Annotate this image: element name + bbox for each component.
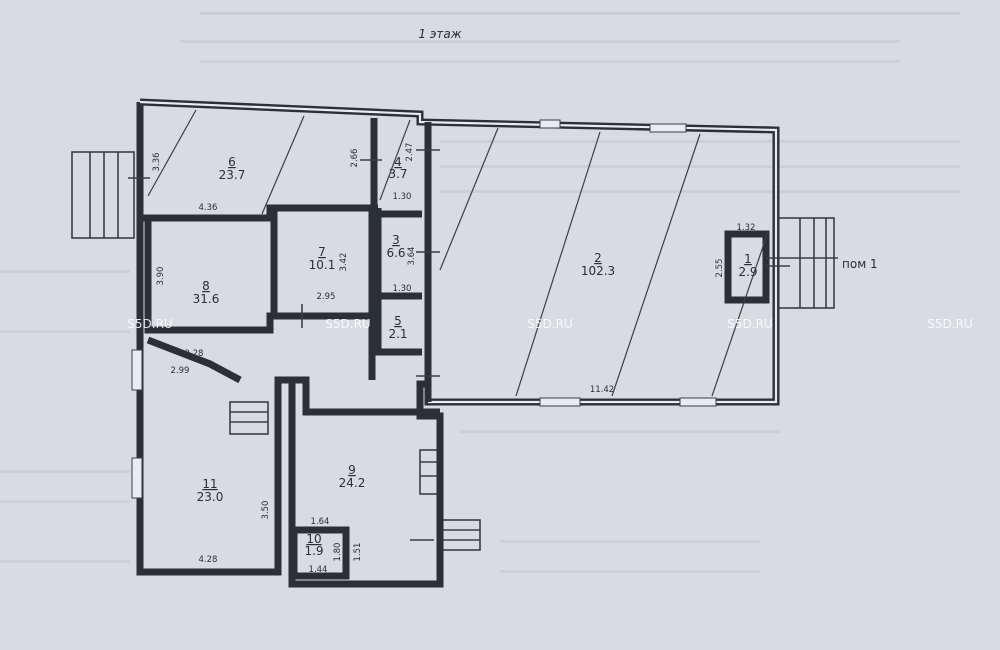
interior-walls xyxy=(140,118,770,580)
pointer-label: пом 1 xyxy=(842,257,878,271)
dimension-label: 2.95 xyxy=(317,292,336,302)
room-area: 1.9 xyxy=(304,544,323,558)
dimension-label: 2.55 xyxy=(715,259,725,278)
room-area: 3.7 xyxy=(388,167,407,181)
watermarks: S5D.RU S5D.RU S5D.RU S5D.RU S5D.RU xyxy=(127,317,972,331)
room-area: 23.7 xyxy=(219,168,246,182)
room-area: 23.0 xyxy=(197,490,224,504)
watermark: S5D.RU xyxy=(527,317,572,331)
room-area: 2.9 xyxy=(738,265,757,279)
room-number: 4 xyxy=(394,155,402,169)
dimension-label: 1.30 xyxy=(393,284,412,294)
watermark: S5D.RU xyxy=(927,317,972,331)
room-number: 7 xyxy=(318,245,326,259)
room-area: 102.3 xyxy=(581,264,615,278)
dimension-label: 11.42 xyxy=(590,385,614,395)
dimension-label: 1.80 xyxy=(333,543,343,562)
room-number: 6 xyxy=(228,155,236,169)
openings xyxy=(128,119,790,541)
room-number: 11 xyxy=(202,477,217,491)
dimension-label: 3.50 xyxy=(261,501,271,520)
dimension-label: 3.42 xyxy=(339,253,349,272)
dimension-label: 1.32 xyxy=(737,223,756,233)
dimension-label: 3.36 xyxy=(152,153,162,172)
dimension-label: 3.90 xyxy=(156,267,166,286)
dimension-label: 1.64 xyxy=(311,517,330,527)
hatch-lines xyxy=(147,109,769,397)
entrance-steps-right xyxy=(777,217,835,309)
dimension-labels: 3.36 4.36 2.66 2.47 1.30 3.42 2.95 3.64 … xyxy=(152,143,755,575)
dimension-label: 4.28 xyxy=(199,555,218,565)
dimension-label: 2.47 xyxy=(405,143,415,162)
dimension-label: 1.44 xyxy=(309,565,328,575)
watermark: S5D.RU xyxy=(325,317,370,331)
room-number: 2 xyxy=(594,251,602,265)
room-number: 3 xyxy=(392,233,400,247)
room-number: 1 xyxy=(744,252,752,266)
paper-background-text xyxy=(0,12,960,573)
room-number: 9 xyxy=(348,463,356,477)
room-labels: 1 2.9 2 102.3 3 6.6 4 3.7 5 2.1 6 23.7 7… xyxy=(193,155,758,558)
dimension-label: 4.36 xyxy=(199,203,218,213)
room-number: 5 xyxy=(394,314,402,328)
room-area: 6.6 xyxy=(386,246,405,260)
dimension-label: 3.64 xyxy=(407,247,417,266)
room-area: 10.1 xyxy=(309,258,336,272)
room-number: 8 xyxy=(202,279,210,293)
room-number: 10 xyxy=(306,532,321,546)
floor-title: 1 этаж xyxy=(418,27,461,41)
dimension-label: 2.66 xyxy=(350,149,360,168)
watermark: S5D.RU xyxy=(127,317,172,331)
watermark: S5D.RU xyxy=(727,317,772,331)
dimension-label: 3.28 xyxy=(185,349,204,359)
room-area: 24.2 xyxy=(339,476,366,490)
dimension-label: 2.99 xyxy=(171,366,190,376)
room-area: 31.6 xyxy=(193,292,220,306)
dimension-label: 1.51 xyxy=(353,543,363,562)
room-area: 2.1 xyxy=(388,327,407,341)
dimension-label: 1.30 xyxy=(393,192,412,202)
entrance-steps-left xyxy=(71,151,135,239)
